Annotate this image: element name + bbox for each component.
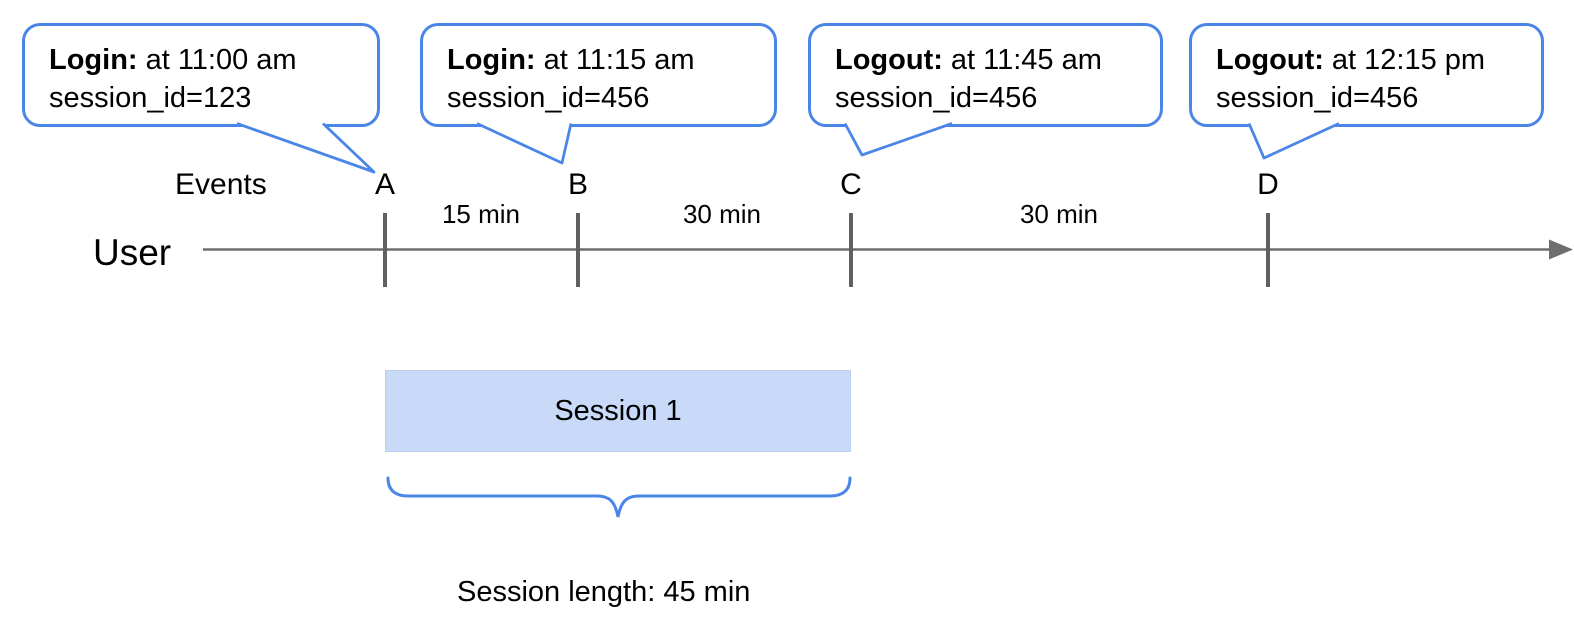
- callout-bubble-login-b: Login:at 11:15 am session_id=456: [420, 23, 777, 127]
- callout-bubble-logout-c: Logout:at 11:45 am session_id=456: [808, 23, 1163, 127]
- session-1-box: Session 1: [385, 370, 851, 452]
- interval-label-cd: 30 min: [1019, 199, 1099, 229]
- event-type-label: Logout:: [835, 44, 943, 76]
- callout-tail-c: [843, 122, 953, 157]
- event-tick-c: [849, 213, 853, 287]
- callout-title: Logout:at 12:15 pm: [1216, 41, 1531, 79]
- interval-label-ab: 15 min: [441, 199, 521, 229]
- callout-title: Login:at 11:00 am: [49, 41, 367, 79]
- callout-tail-a: [236, 122, 376, 174]
- session-length-brace: [386, 476, 852, 518]
- timeline-arrowhead-icon: [1549, 239, 1573, 260]
- callout-bubble-logout-d: Logout:at 12:15 pm session_id=456: [1189, 23, 1544, 127]
- interval-label-bc: 30 min: [682, 199, 762, 229]
- callout-bubble-login-a: Login:at 11:00 am session_id=123: [22, 23, 380, 127]
- event-session-id: session_id=456: [835, 82, 1038, 114]
- callout-tail-d: [1247, 122, 1340, 160]
- event-letter-a: A: [374, 168, 395, 201]
- event-time-text: at 11:00 am: [145, 44, 297, 76]
- callout-title: Logout:at 11:45 am: [835, 41, 1150, 79]
- event-type-label: Login:: [49, 44, 138, 76]
- event-time-text: at 11:15 am: [543, 44, 695, 76]
- event-session-id: session_id=456: [447, 82, 650, 114]
- event-session-id: session_id=123: [49, 82, 252, 114]
- event-letter-d: D: [1257, 168, 1279, 201]
- event-type-label: Login:: [447, 44, 536, 76]
- events-row-label: Events: [175, 168, 267, 201]
- event-tick-a: [383, 213, 387, 287]
- event-time-text: at 12:15 pm: [1331, 44, 1486, 76]
- event-letter-c: C: [840, 168, 862, 201]
- user-row-label: User: [93, 232, 172, 273]
- callout-title: Login:at 11:15 am: [447, 41, 764, 79]
- session-length-caption: Session length: 45 min: [457, 576, 751, 608]
- callout-tail-b: [476, 122, 573, 165]
- event-session-id: session_id=456: [1216, 82, 1419, 114]
- event-tick-b: [576, 213, 580, 287]
- event-tick-d: [1266, 213, 1270, 287]
- event-time-text: at 11:45 am: [950, 44, 1102, 76]
- event-letter-b: B: [567, 168, 588, 201]
- session-1-label: Session 1: [554, 394, 682, 427]
- event-type-label: Logout:: [1216, 44, 1324, 76]
